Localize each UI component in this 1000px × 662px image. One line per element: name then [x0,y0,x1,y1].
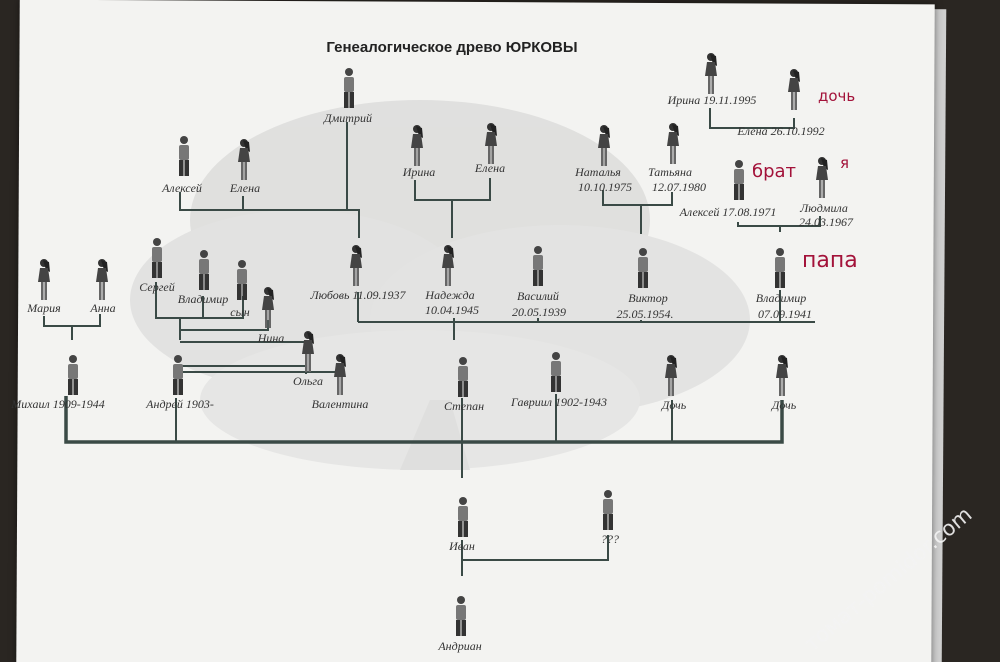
label-nina: Нина [257,331,285,345]
annotation-brat: брат [752,161,796,182]
person-figure [788,69,800,110]
label-mikhail: Михаил 1909-1944 [10,397,104,411]
label-vladimir-right-date: 07.09.1941 [758,307,812,321]
label-tatyana: Татьяна [648,165,692,179]
label-doch2: Дочь [771,398,797,412]
person-figure [96,259,108,300]
label-doch1: Дочь [661,398,687,412]
person-figure [667,123,679,164]
annotation-ya: я [840,154,849,172]
label-vladimir-mid: Владимир [178,292,228,306]
label-irina: Ирина [402,165,436,179]
label-mariya: Мария [26,301,61,315]
label-valentina: Валентина [312,397,369,411]
label-sergey: Сергей [139,280,174,294]
label-anna: Анна [89,301,115,315]
person-figure [179,136,189,176]
person-figure [705,53,717,94]
label-viktor-date: 25.05.1954. [617,307,674,321]
person-figure [775,248,785,288]
label-elena-right: Елена 26.10.1992 [736,124,824,138]
person-figure [816,157,828,198]
annotation-papa: папа [802,248,858,273]
label-olga: Ольга [293,374,323,388]
background-tree [130,100,750,470]
label-adrian: Андриан [437,639,481,653]
label-lyudmila: Людмила [799,201,848,215]
label-unknown: ??? [601,532,619,546]
label-nadezhda-date: 10.04.1945 [425,303,479,317]
label-gavriil: Гавриил 1902-1943 [510,395,607,409]
label-nadezhda: Надежда [424,288,474,302]
label-viktor: Виктор [628,291,667,305]
label-ivan: Иван [448,539,475,553]
person-figure [734,160,744,200]
label-andrey: Андрей 1903- [145,397,214,411]
handwritten-annotations: дочь брат я папа [752,87,858,273]
label-vasiliy: Василий [517,289,559,303]
person-figure [603,490,613,530]
label-lyudmila-date: 24.03.1967 [799,215,854,229]
annotation-doch: дочь [818,87,855,105]
label-aleksey-top: Алексей [161,181,202,195]
person-figure [776,355,788,396]
label-dmitriy: Дмитрий [323,111,372,125]
label-lyubov: Любовь 11.09.1937 [309,288,406,302]
person-figure [68,355,78,395]
person-figure [38,259,50,300]
label-natalya: Наталья [574,165,621,179]
label-vasiliy-date: 20.05.1939 [512,305,566,319]
label-tatyana-date: 12.07.1980 [652,180,706,194]
label-vladimir-right: Владимир [756,291,806,305]
label-aleksey-right: Алексей 17.08.1971 [679,205,777,219]
label-syn: сын [230,305,249,319]
person-figure [458,497,468,537]
label-elena-left: Елена [229,181,260,195]
watermark-text: томат-pomidor.com [800,502,977,656]
label-natalya-date: 10.10.1975 [578,180,632,194]
label-stepan: Степан [444,399,484,413]
diagram-title: Генеалогическое древо ЮРКОВЫ [326,39,577,56]
person-figure [456,596,466,636]
label-elena-mid: Елена [474,161,505,175]
label-irina-right: Ирина 19.11.1995 [667,93,757,107]
person-figure [344,68,354,108]
